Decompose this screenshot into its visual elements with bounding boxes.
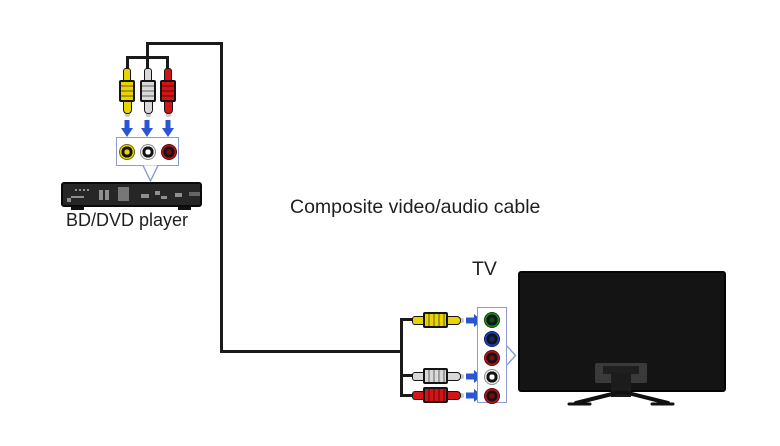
plug-boot (123, 68, 131, 80)
tv-stand-tbar (603, 366, 639, 374)
plug-tip (448, 371, 461, 381)
cable-wire-red (166, 56, 169, 70)
audio-right-red-jack (484, 388, 500, 404)
tv-panel-pointer (506, 345, 517, 366)
component-pr-red-jack (484, 350, 500, 366)
plug-tip-end (461, 373, 464, 379)
plug-boot (412, 315, 423, 325)
audio-left-white-jack (139, 143, 156, 160)
cable-stub-red (400, 394, 416, 397)
plug-boot (412, 371, 423, 381)
arrow-down-icon (162, 120, 174, 137)
component-y-green-jack (484, 312, 500, 328)
plug-tip-end (165, 114, 171, 117)
plug-tip (143, 102, 153, 114)
plug-body (119, 80, 135, 102)
plug-tip-end (461, 317, 464, 323)
plug-boot (164, 68, 172, 80)
cable-segment-bottom-horizontal (220, 350, 403, 353)
rca-plug-red-tv-end (412, 387, 464, 403)
cable-segment-tv-bracket (400, 318, 403, 397)
rca-plug-yellow-tv-end (412, 312, 464, 328)
plug-boot (144, 68, 152, 80)
bd-jack-panel (116, 137, 179, 166)
bd-dvd-player-device (61, 182, 202, 210)
rca-plug-yellow-player-end (118, 68, 136, 117)
cable-segment-right-vertical (220, 42, 223, 353)
cable-segment-top-horizontal (146, 42, 223, 45)
plug-body (160, 80, 176, 102)
plug-body (423, 312, 448, 328)
cable-stub-yellow (400, 318, 416, 321)
plug-tip-end (461, 392, 464, 398)
composite-video-yellow-jack (118, 143, 135, 160)
cable-label: Composite video/audio cable (290, 196, 541, 218)
plug-body (423, 368, 448, 384)
cable-wire-white (146, 42, 149, 70)
plug-tip (163, 102, 173, 114)
plug-tip (448, 315, 461, 325)
bd-player-label: BD/DVD player (65, 210, 189, 230)
plug-body (140, 80, 156, 102)
plug-tip (122, 102, 132, 114)
cable-stub-white (400, 374, 416, 377)
arrow-down-icon (141, 120, 153, 137)
bd-panel-pointer (142, 165, 159, 183)
component-pb-blue-jack (484, 331, 500, 347)
audio-right-red-jack (160, 143, 177, 160)
audio-left-white-jack (484, 369, 500, 385)
rca-plug-red-player-end (159, 68, 177, 117)
arrow-down-icon (121, 120, 133, 137)
cable-wire-yellow (126, 56, 129, 70)
plug-body (423, 387, 448, 403)
rca-plug-white-player-end (139, 68, 157, 117)
plug-tip-end (145, 114, 151, 117)
tv-jack-panel (477, 307, 507, 404)
plug-tip (448, 390, 461, 400)
rca-plug-white-tv-end (412, 368, 464, 384)
tv-label: TV (472, 258, 497, 280)
plug-tip-end (124, 114, 130, 117)
tv-stand-neck (611, 373, 631, 397)
plug-boot (412, 390, 423, 400)
